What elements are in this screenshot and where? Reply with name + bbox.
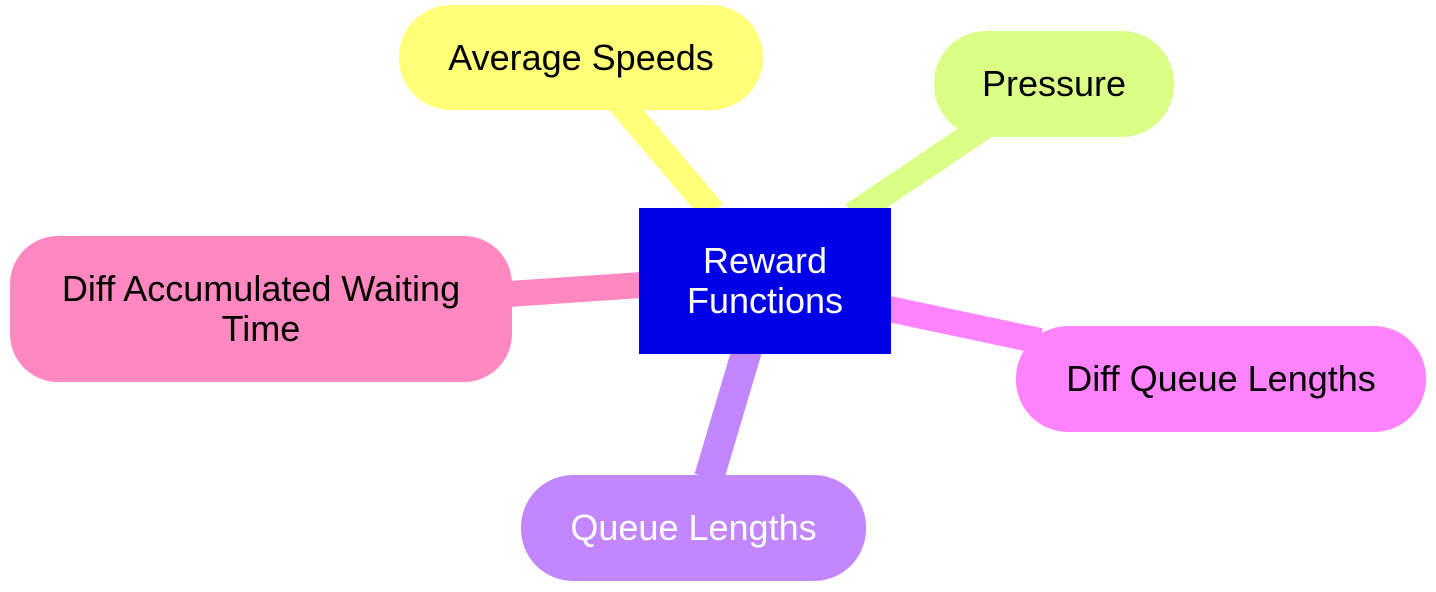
node-label-pressure: Pressure <box>981 63 1127 104</box>
node-diff-accumulated-waiting-time: Diff Accumulated Waiting Time <box>10 236 512 382</box>
node-queue-lengths: Queue Lengths <box>521 475 866 581</box>
node-label-queue-lengths: Queue Lengths <box>570 507 817 548</box>
root-node-reward-functions: Reward Functions <box>639 208 891 354</box>
node-diff-queue-lengths: Diff Queue Lengths <box>1016 326 1426 432</box>
node-pressure: Pressure <box>934 31 1174 137</box>
node-label-diff-accumulated-waiting-time: Diff Accumulated Waiting Time <box>61 268 461 349</box>
edge-pressure <box>845 115 993 226</box>
edge-average-speeds <box>608 91 723 221</box>
edge-diff-accumulated-waiting-time <box>507 272 643 307</box>
edge-diff-queue-lengths <box>886 296 1043 354</box>
node-label-diff-queue-lengths: Diff Queue Lengths <box>1066 358 1376 399</box>
root-node-label: Reward Functions <box>686 240 844 321</box>
node-average-speeds: Average Speeds <box>399 5 763 110</box>
edge-queue-lengths <box>694 345 762 483</box>
node-label-average-speeds: Average Speeds <box>448 36 714 78</box>
edges <box>507 91 1043 483</box>
